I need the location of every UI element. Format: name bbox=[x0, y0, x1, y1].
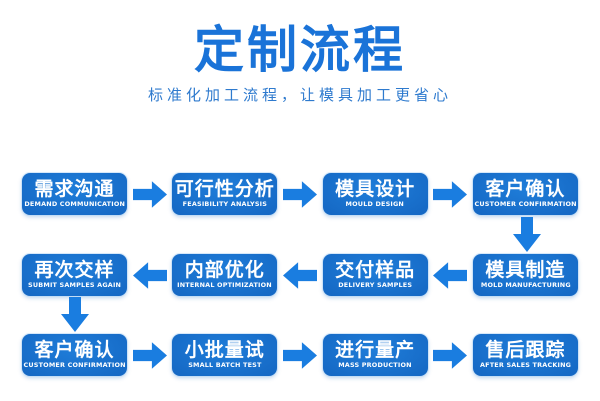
step-label-zh: 模具制造 bbox=[485, 259, 566, 281]
step-label-en: MASS PRODUCTION bbox=[338, 361, 412, 369]
step-label-zh: 小批量试 bbox=[184, 339, 265, 361]
arrow-right-icon bbox=[132, 341, 167, 369]
step-box-feasibility-analysis: 可行性分析 FEASIBILITY ANALYSIS bbox=[172, 173, 278, 215]
step-box-customer-confirmation-2: 客户确认 CUSTOMER CONFIRMATION bbox=[22, 334, 127, 376]
step-label-zh: 交付样品 bbox=[335, 259, 416, 281]
step-box-after-sales-tracking: 售后跟踪 AFTER SALES TRACKING bbox=[472, 334, 578, 376]
step-label-en: CUSTOMER CONFIRMATION bbox=[474, 200, 577, 208]
step-box-mass-production: 进行量产 MASS PRODUCTION bbox=[322, 334, 428, 376]
step-label-en: AFTER SALES TRACKING bbox=[479, 361, 572, 369]
step-label-zh: 需求沟通 bbox=[34, 178, 115, 200]
step-label-en: SUBMIT SAMPLES AGAIN bbox=[27, 281, 122, 289]
arrow-right-icon bbox=[282, 341, 317, 369]
page-subtitle: 标准化加工流程，让模具加工更省心 bbox=[147, 86, 452, 104]
arrow-left-icon bbox=[282, 261, 317, 289]
step-label-zh: 内部优化 bbox=[184, 259, 265, 281]
step-box-delivery-samples: 交付样品 DELIVERY SAMPLES bbox=[322, 254, 428, 296]
step-box-mold-manufacturing: 模具制造 MOLD MANUFACTURING bbox=[472, 254, 578, 296]
step-label-zh: 售后跟踪 bbox=[485, 339, 566, 361]
step-box-submit-samples-again: 再次交样 SUBMIT SAMPLES AGAIN bbox=[22, 254, 127, 296]
arrow-down-icon bbox=[61, 297, 89, 332]
step-label-zh: 进行量产 bbox=[335, 339, 416, 361]
step-label-zh: 再次交样 bbox=[34, 259, 115, 281]
arrow-right-icon bbox=[132, 180, 167, 208]
arrow-left-icon bbox=[433, 261, 468, 289]
arrow-left-icon bbox=[132, 261, 167, 289]
arrow-right-icon bbox=[433, 180, 468, 208]
flow-row-2: 再次交样 SUBMIT SAMPLES AGAIN 内部优化 INTERNAL … bbox=[22, 254, 578, 296]
step-box-small-batch-test: 小批量试 SMALL BATCH TEST bbox=[172, 334, 278, 376]
step-label-en: MOULD DESIGN bbox=[345, 200, 405, 208]
step-label-en: INTERNAL OPTIMIZATION bbox=[177, 281, 273, 289]
step-label-zh: 客户确认 bbox=[34, 339, 115, 361]
step-label-en: CUSTOMER CONFIRMATION bbox=[23, 361, 126, 369]
arrow-down-icon bbox=[513, 217, 541, 252]
step-label-en: SMALL BATCH TEST bbox=[188, 361, 262, 369]
arrow-right-icon bbox=[282, 180, 317, 208]
step-box-mould-design: 模具设计 MOULD DESIGN bbox=[322, 173, 428, 215]
step-label-en: DELIVERY SAMPLES bbox=[338, 281, 413, 289]
flow-row-1: 需求沟通 DEMAND COMMUNICATION 可行性分析 FEASIBIL… bbox=[22, 173, 578, 215]
step-label-en: DEMAND COMMUNICATION bbox=[24, 200, 125, 208]
step-box-internal-optimization: 内部优化 INTERNAL OPTIMIZATION bbox=[172, 254, 278, 296]
step-box-customer-confirmation: 客户确认 CUSTOMER CONFIRMATION bbox=[472, 173, 578, 215]
flow-row-3: 客户确认 CUSTOMER CONFIRMATION 小批量试 SMALL BA… bbox=[22, 334, 578, 376]
page-title: 定制流程 bbox=[194, 21, 406, 79]
step-label-en: FEASIBILITY ANALYSIS bbox=[182, 200, 268, 208]
step-box-demand-communication: 需求沟通 DEMAND COMMUNICATION bbox=[22, 173, 127, 215]
step-label-zh: 模具设计 bbox=[335, 178, 416, 200]
step-label-en: MOLD MANUFACTURING bbox=[480, 281, 571, 289]
step-label-zh: 可行性分析 bbox=[174, 178, 275, 200]
step-label-zh: 客户确认 bbox=[485, 178, 566, 200]
arrow-right-icon bbox=[433, 341, 468, 369]
